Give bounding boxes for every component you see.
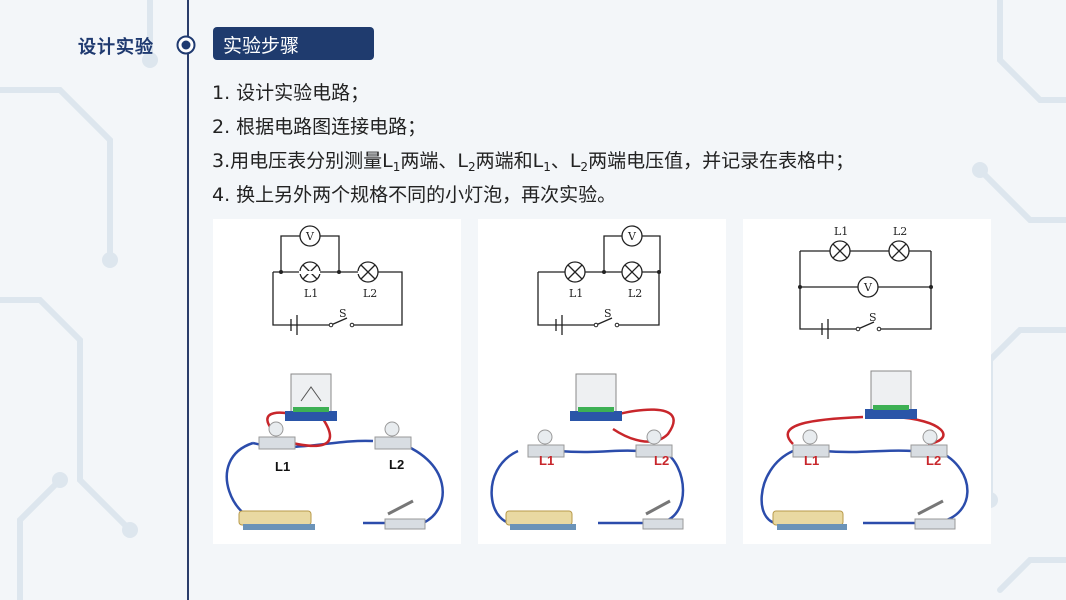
step-item-4: 4. 换上另外两个规格不同的小灯泡，再次实验。 [212, 184, 617, 206]
lamp2-label: L2 [893, 225, 907, 238]
lamp2-label: L2 [363, 287, 377, 300]
switch-label: S [604, 307, 612, 320]
photo-lamp2-label: L2 [654, 453, 669, 468]
experiment-panel-3: V L1 L2 S L1 L2 [743, 219, 991, 544]
experiment-panel-1: V L1 L2 S L1 L2 [213, 219, 461, 544]
steps-badge-label: 实验步骤 [223, 35, 300, 57]
lamp2-label: L2 [628, 287, 642, 300]
target-icon [176, 35, 196, 55]
step-item-1: 1. 设计实验电路； [212, 82, 370, 104]
lamp1-label: L1 [834, 225, 848, 238]
photo-lamp1-label: L1 [539, 453, 554, 468]
steps-badge: 实验步骤 [213, 27, 374, 60]
photo-lamp1-label: L1 [275, 459, 290, 474]
circuit-diagram-2: V L1 L2 S [537, 225, 661, 335]
lamp1-label: L1 [569, 287, 583, 300]
voltmeter-symbol: V [627, 230, 637, 243]
photo-lamp2-label: L2 [926, 453, 941, 468]
section-title: 设计实验 [78, 37, 154, 58]
lab-photo-2: L1 L2 [490, 373, 685, 530]
lab-photo-3: L1 L2 [760, 370, 969, 530]
voltmeter-symbol: V [305, 230, 315, 243]
step-item-2: 2. 根据电路图连接电路； [212, 116, 427, 138]
switch-label: S [339, 307, 347, 320]
steps-list: 1. 设计实验电路； 2. 根据电路图连接电路； 3.用电压表分别测量L1两端、… [212, 76, 854, 212]
step-item-3: 3.用电压表分别测量L1两端、L2两端和L1、L2两端电压值，并记录在表格中； [212, 150, 855, 174]
circuit-diagram-1: V L1 L2 S [272, 225, 403, 335]
photo-lamp2-label: L2 [389, 457, 404, 472]
experiment-panel-2: V L1 L2 S L1 L2 [478, 219, 726, 544]
circuit-diagram-3: V L1 L2 S [798, 225, 933, 339]
lamp1-label: L1 [304, 287, 318, 300]
voltmeter-symbol: V [863, 281, 873, 294]
photo-lamp1-label: L1 [804, 453, 819, 468]
switch-label: S [869, 311, 877, 324]
vertical-divider [187, 0, 189, 600]
lab-photo-1: L1 L2 [225, 373, 444, 530]
